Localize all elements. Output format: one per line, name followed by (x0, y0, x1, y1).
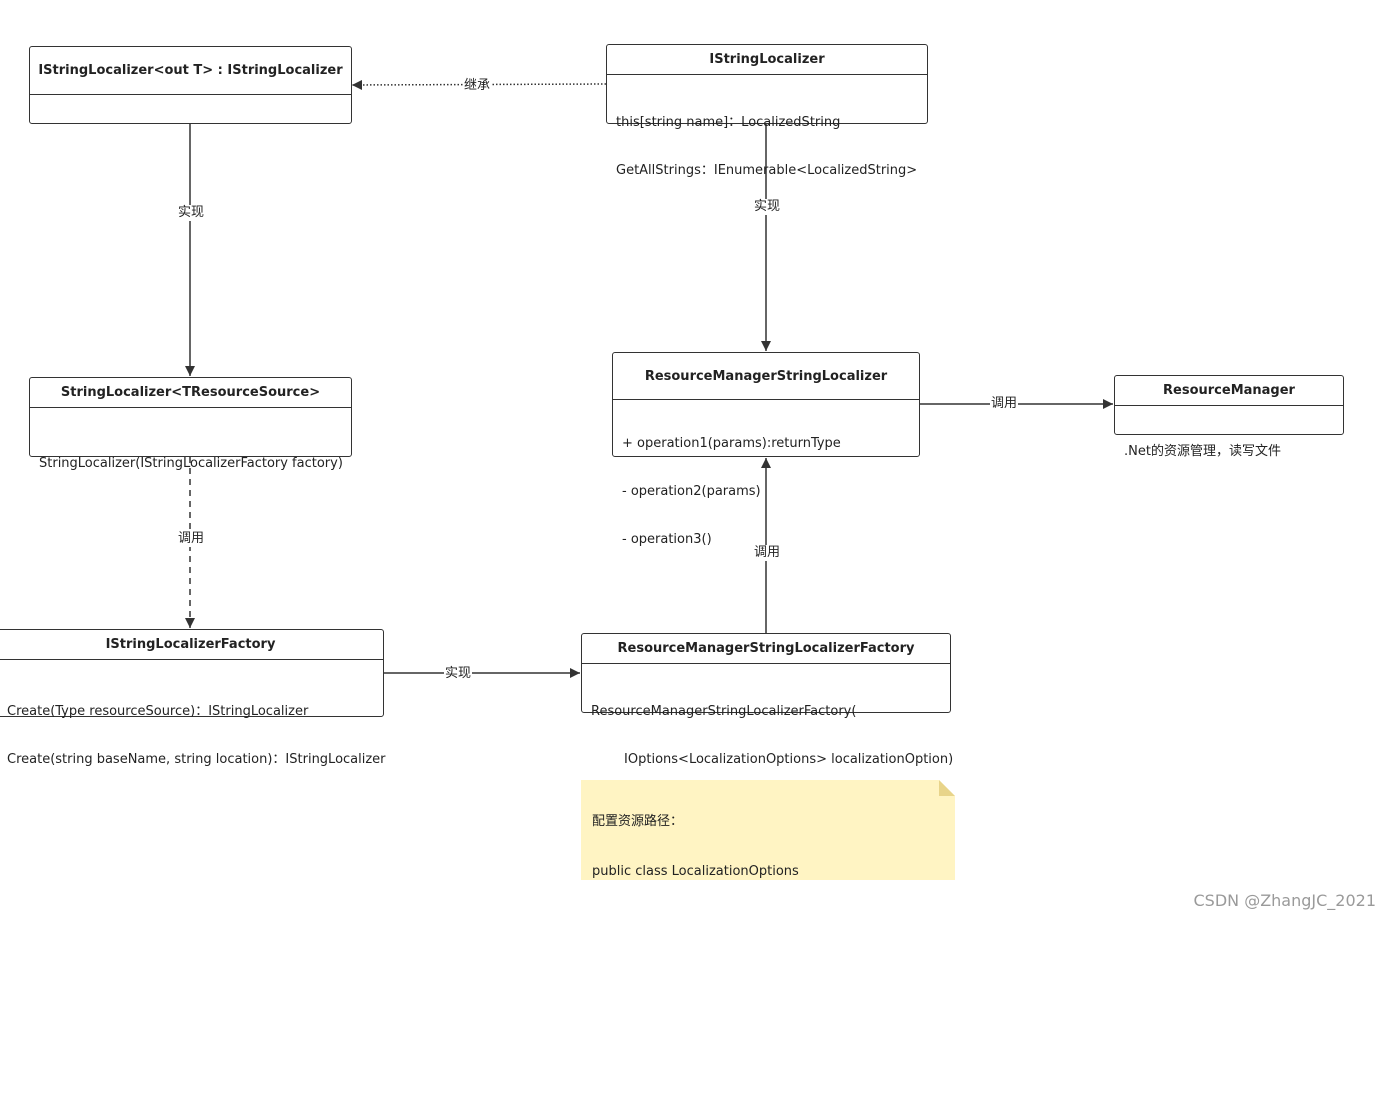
note-line: public class LocalizationOptions (592, 863, 799, 879)
class-members-empty (30, 95, 351, 103)
member-line: Create(Type resourceSource)：IStringLocal… (7, 704, 309, 719)
note-line: 配置资源路径： (592, 814, 684, 829)
class-istringlocalizer-factory[interactable]: IStringLocalizerFactory Create(Type reso… (0, 629, 386, 767)
class-title: IStringLocalizer<out T> : IStringLocaliz… (30, 47, 351, 95)
class-title: StringLocalizer<TResourceSource> (30, 378, 351, 408)
implement-right-label: 实现 (752, 199, 782, 215)
class-resource-manager-string-localizer[interactable]: ResourceManagerStringLocalizer + operati… (612, 352, 920, 547)
class-title: IStringLocalizerFactory (0, 630, 383, 660)
note-line: public string ResourcesPath { get; set; … (592, 1012, 974, 1027)
member-line: StringLocalizer(IStringLocalizerFactory … (39, 456, 343, 471)
class-members: .Net的资源管理，读写文件 (1115, 406, 1343, 496)
class-resource-manager[interactable]: ResourceManager .Net的资源管理，读写文件 (1114, 375, 1344, 459)
class-title: ResourceManager (1115, 376, 1343, 406)
member-line: this[string name]：LocalizedString (616, 115, 841, 130)
call-left-label: 调用 (176, 531, 206, 547)
class-members: StringLocalizer(IStringLocalizerFactory … (30, 408, 351, 508)
note-line: public LocalizationOptions() { } (592, 962, 814, 978)
member-line: - operation2(params) (622, 484, 761, 499)
member-line: .Net的资源管理，读写文件 (1124, 444, 1281, 459)
class-title: IStringLocalizer (607, 45, 927, 75)
class-istringlocalizer[interactable]: IStringLocalizer this[string name]：Local… (606, 44, 928, 178)
class-istringlocalizer-generic[interactable]: IStringLocalizer<out T> : IStringLocaliz… (29, 46, 352, 124)
inherit-label: 继承 (462, 78, 492, 94)
class-stringlocalizer[interactable]: StringLocalizer<TResourceSource> StringL… (29, 377, 352, 471)
implement-left-label: 实现 (176, 205, 206, 221)
watermark: CSDN @ZhangJC_2021 (1193, 891, 1376, 910)
member-line: Create(string baseName, string location)… (7, 752, 386, 767)
member-line: - operation3() (622, 532, 712, 547)
class-members: + operation1(params):returnType - operat… (613, 400, 919, 584)
class-resource-manager-string-localizer-factory[interactable]: ResourceManagerStringLocalizerFactory Re… (581, 633, 953, 767)
class-members: ResourceManagerStringLocalizerFactory( I… (582, 664, 954, 804)
member-line: IOptions<LocalizationOptions> localizati… (591, 752, 954, 767)
implement-bottom-label: 实现 (443, 666, 473, 682)
class-members: Create(Type resourceSource)：IStringLocal… (0, 660, 386, 804)
call-right-up-label: 调用 (752, 545, 782, 561)
class-title: ResourceManagerStringLocalizer (613, 353, 919, 400)
member-line: GetAllStrings：IEnumerable<LocalizedStrin… (616, 163, 918, 178)
class-title: ResourceManagerStringLocalizerFactory (582, 634, 950, 664)
note-localization-options[interactable]: 配置资源路径： public class LocalizationOptions… (581, 780, 955, 880)
class-members: this[string name]：LocalizedString GetAll… (607, 75, 927, 215)
member-line: ResourceManagerStringLocalizerFactory( (591, 704, 857, 719)
note-line: } (592, 1061, 601, 1077)
member-line: + operation1(params):returnType (622, 436, 841, 451)
call-resource-manager-label: 调用 (989, 396, 1019, 412)
